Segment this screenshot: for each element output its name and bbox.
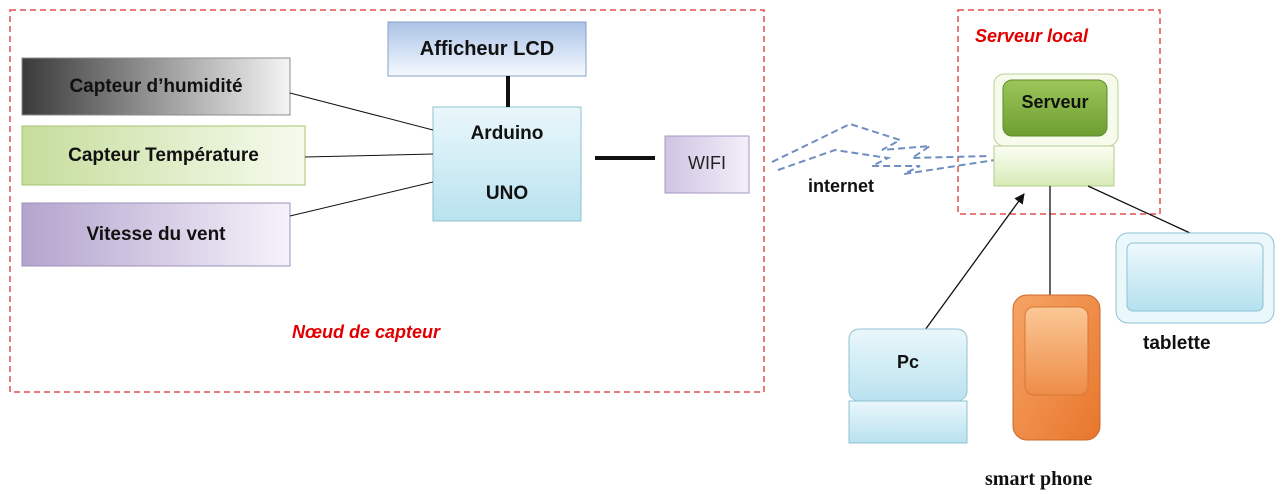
humidity-sensor-shape (21, 57, 291, 116)
wind-speed-sensor-shape (21, 202, 291, 267)
sensor-node-label: Nœud de capteur (292, 322, 441, 342)
server-screen (1002, 79, 1108, 137)
wifi-shape (664, 135, 750, 194)
lcd-label: Afficheur LCD (419, 37, 555, 60)
tablet-label: tablette (1143, 333, 1211, 354)
tablet-server-link (1087, 185, 1191, 234)
internet-label: internet (808, 176, 875, 196)
arduino-shape (432, 106, 582, 222)
temperature-sensor-label: Capteur Température (68, 144, 259, 166)
wifi-label: WIFI (688, 153, 726, 173)
server-label: Serveur (1021, 92, 1089, 112)
arduino-label-line1: Arduino (470, 123, 544, 144)
smartphone-screen (1024, 306, 1089, 396)
temperature-sensor-shape (21, 125, 306, 186)
server-base (993, 145, 1115, 187)
humidity-arduino-link (289, 92, 434, 131)
server-area-label: Serveur local (975, 26, 1089, 46)
lcd-shape (387, 21, 587, 77)
wireless-link (771, 122, 996, 175)
sensor-node-frame (9, 9, 765, 393)
wind-speed-sensor-label: Vitesse du vent (86, 223, 226, 245)
wind-arduino-link (289, 181, 434, 217)
server-frame (957, 9, 1161, 215)
pc-label: Pc (896, 352, 920, 372)
temperature-arduino-link (304, 153, 434, 158)
humidity-sensor-label: Capteur d’humidité (69, 75, 243, 97)
tablet-screen (1126, 242, 1264, 312)
pc-server-link (924, 193, 1025, 331)
smartphone-label: smart phone (985, 468, 1093, 490)
pc-base (848, 400, 968, 444)
arduino-label-line2: UNO (485, 183, 529, 204)
